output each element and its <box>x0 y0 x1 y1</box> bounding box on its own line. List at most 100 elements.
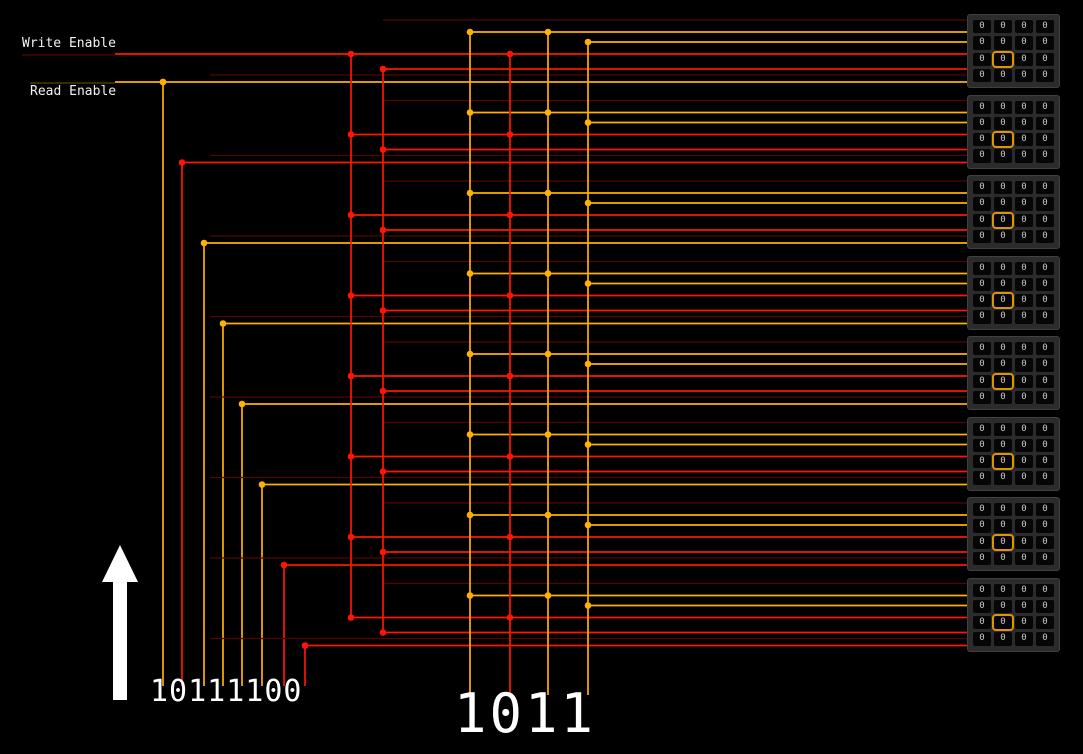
memory-cell: 0 <box>973 52 991 66</box>
memory-cell: 0 <box>973 551 991 565</box>
memory-cell: 0 <box>1036 310 1054 324</box>
memory-cell: 0 <box>994 310 1012 324</box>
memory-cell: 0 <box>973 599 991 613</box>
memory-cell: 0 <box>1015 197 1033 211</box>
memory-cell: 0 <box>1015 100 1033 114</box>
memory-cell: 0 <box>1015 471 1033 485</box>
memory-cell: 0 <box>994 100 1012 114</box>
memory-cell: 0 <box>1036 551 1054 565</box>
memory-cell: 0 <box>1015 519 1033 533</box>
memory-cell: 0 <box>1015 632 1033 646</box>
memory-cell: 0 <box>1015 36 1033 50</box>
memory-cell: 0 <box>973 583 991 597</box>
memory-cell: 0 <box>973 471 991 485</box>
selected-memory-cell: 0 <box>994 213 1012 227</box>
memory-cell: 0 <box>973 374 991 388</box>
memory-cell: 0 <box>1015 229 1033 243</box>
memory-cell: 0 <box>973 100 991 114</box>
memory-cell: 0 <box>1015 133 1033 147</box>
memory-cell: 0 <box>1036 535 1054 549</box>
memory-cell: 0 <box>994 583 1012 597</box>
memory-cell: 0 <box>994 390 1012 404</box>
memory-cell: 0 <box>994 519 1012 533</box>
memory-cell: 0 <box>1036 471 1054 485</box>
memory-cell: 0 <box>1036 455 1054 469</box>
memory-cell: 0 <box>973 503 991 517</box>
memory-cell: 0 <box>1015 422 1033 436</box>
memory-cell: 0 <box>1036 36 1054 50</box>
selected-memory-cell: 0 <box>994 616 1012 630</box>
memory-cell: 0 <box>973 133 991 147</box>
memory-cell: 0 <box>1036 68 1054 82</box>
memory-cell: 0 <box>1015 149 1033 163</box>
junction-dot <box>347 50 355 58</box>
memory-cell: 0 <box>1015 599 1033 613</box>
memory-cell: 0 <box>1036 261 1054 275</box>
memory-cell: 0 <box>994 358 1012 372</box>
junction-dot <box>379 65 387 73</box>
memory-cell: 0 <box>1015 374 1033 388</box>
memory-cell: 0 <box>973 213 991 227</box>
memory-cell: 0 <box>994 20 1012 34</box>
selected-memory-cell: 0 <box>994 535 1012 549</box>
data-bus-value: 10111100 <box>150 674 303 709</box>
memory-cell: 0 <box>1036 20 1054 34</box>
memory-cell: 0 <box>994 277 1012 291</box>
memory-cell: 0 <box>973 535 991 549</box>
memory-cell: 0 <box>1036 149 1054 163</box>
memory-cell: 0 <box>1015 535 1033 549</box>
memory-cell: 0 <box>1036 374 1054 388</box>
address-bus-value: 1011 <box>454 682 597 745</box>
memory-cell: 0 <box>1015 294 1033 308</box>
memory-cell: 0 <box>1015 20 1033 34</box>
memory-cell: 0 <box>994 36 1012 50</box>
memory-cell: 0 <box>1015 261 1033 275</box>
memory-cell: 0 <box>973 358 991 372</box>
memory-cell: 0 <box>1036 358 1054 372</box>
memory-cell: 0 <box>994 551 1012 565</box>
memory-cell: 0 <box>1015 583 1033 597</box>
memory-cell: 0 <box>1036 229 1054 243</box>
selected-memory-cell: 0 <box>994 455 1012 469</box>
memory-cell: 0 <box>1036 277 1054 291</box>
memory-cell: 0 <box>1036 52 1054 66</box>
memory-cell: 0 <box>1036 519 1054 533</box>
read-enable-label: Read Enable <box>30 84 117 99</box>
memory-cell: 0 <box>994 503 1012 517</box>
memory-cell: 0 <box>1036 197 1054 211</box>
memory-cell: 0 <box>973 294 991 308</box>
memory-cell: 0 <box>1015 616 1033 630</box>
memory-cell: 0 <box>1036 583 1054 597</box>
memory-cell: 0 <box>1015 116 1033 130</box>
memory-cell: 0 <box>973 149 991 163</box>
selected-memory-cell: 0 <box>994 52 1012 66</box>
memory-cell: 0 <box>1015 342 1033 356</box>
memory-cell: 0 <box>1015 358 1033 372</box>
memory-cell: 0 <box>1015 310 1033 324</box>
memory-cell: 0 <box>1036 599 1054 613</box>
memory-cell: 0 <box>994 261 1012 275</box>
memory-cell: 0 <box>973 68 991 82</box>
memory-cell: 0 <box>1036 181 1054 195</box>
memory-cell: 0 <box>1015 455 1033 469</box>
memory-cell: 0 <box>973 390 991 404</box>
memory-cell: 0 <box>973 438 991 452</box>
memory-cell: 0 <box>973 632 991 646</box>
memory-cell: 0 <box>994 599 1012 613</box>
memory-cell: 0 <box>994 632 1012 646</box>
memory-cell: 0 <box>1036 422 1054 436</box>
memory-cell: 0 <box>973 229 991 243</box>
memory-cell: 0 <box>973 116 991 130</box>
memory-cell: 0 <box>973 310 991 324</box>
memory-cell: 0 <box>973 20 991 34</box>
memory-cell: 0 <box>1036 632 1054 646</box>
memory-cell: 0 <box>1015 52 1033 66</box>
memory-cell: 0 <box>994 181 1012 195</box>
memory-cell: 0 <box>1015 213 1033 227</box>
memory-cell: 0 <box>1036 116 1054 130</box>
